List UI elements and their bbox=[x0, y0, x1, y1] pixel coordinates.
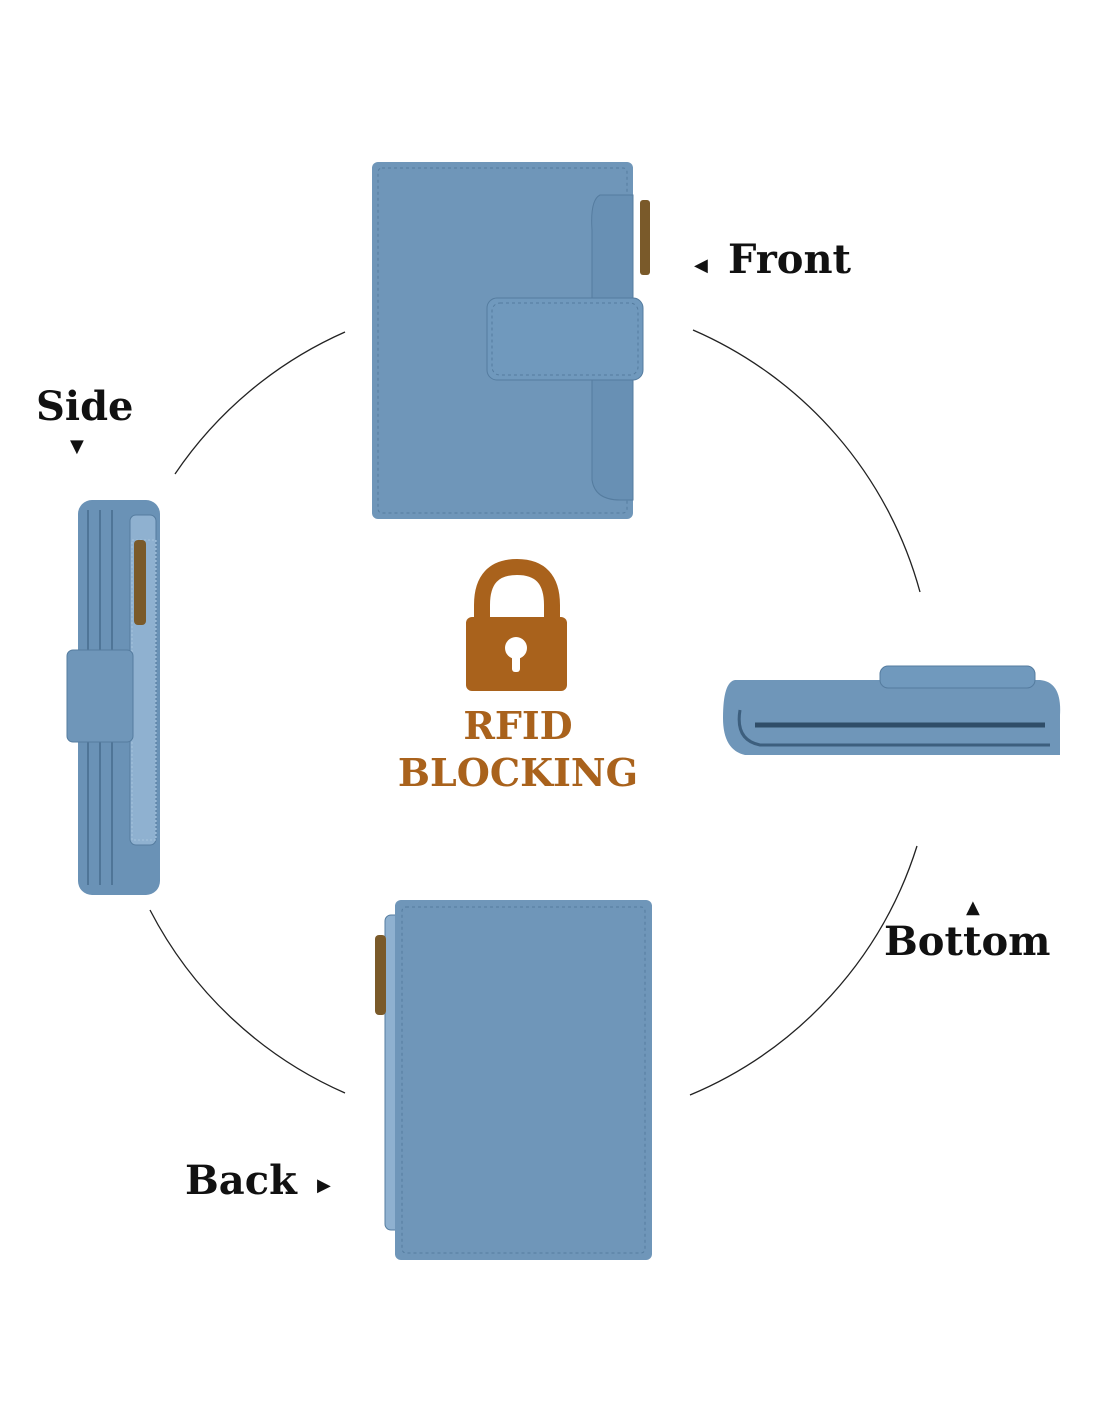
rfid-line2: BLOCKING bbox=[397, 750, 639, 795]
arrow-down-icon: ▼ bbox=[70, 436, 84, 457]
label-bottom: Bottom bbox=[884, 918, 1051, 965]
label-side: Side bbox=[36, 383, 134, 430]
arc-bottom-left bbox=[149, 909, 346, 1094]
wallet-back bbox=[375, 900, 652, 1260]
arc-top-left bbox=[174, 331, 346, 475]
label-front: Front bbox=[728, 236, 852, 283]
wallet-front bbox=[372, 162, 650, 519]
label-back: Back bbox=[185, 1157, 297, 1204]
arrow-right-icon: ▶ bbox=[317, 1175, 331, 1196]
zipper-pull-icon bbox=[640, 200, 650, 275]
arrow-left-icon: ◀ bbox=[694, 255, 708, 276]
wallet-side bbox=[66, 500, 160, 895]
arc-bottom-right bbox=[689, 845, 918, 1096]
wallet-bottom bbox=[723, 665, 1061, 755]
arc-top-right bbox=[692, 329, 921, 593]
rfid-line1: RFID bbox=[463, 703, 573, 748]
padlock-icon bbox=[466, 558, 567, 691]
arrow-up-icon: ▲ bbox=[966, 897, 980, 918]
